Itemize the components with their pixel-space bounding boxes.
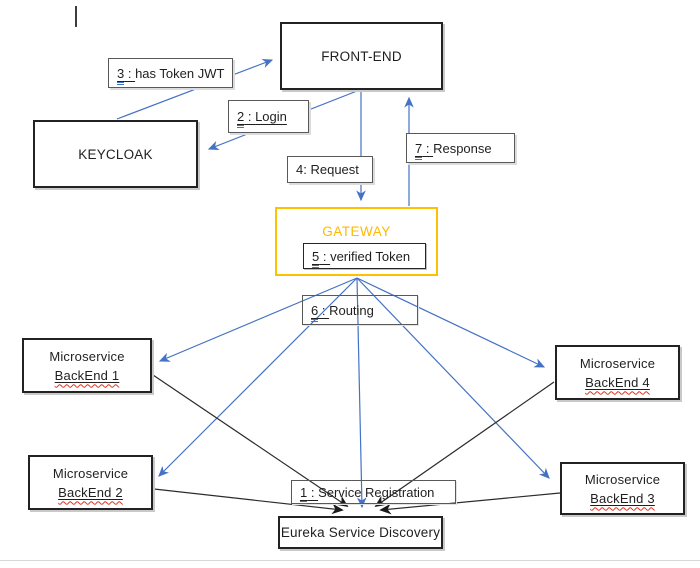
ms4-line2: BackEnd 4 — [585, 374, 650, 390]
edge-ms3-to-eureka — [379, 492, 561, 515]
edge-gateway-to-eureka — [356, 277, 367, 509]
edge-gateway-to-ms3 — [356, 277, 550, 479]
edge-keycloak-to-frontend — [116, 58, 274, 120]
label-step5-verified-token: 5 : verified Token — [303, 243, 426, 269]
ms1-line2: BackEnd 1 — [54, 367, 120, 383]
node-eureka-label: Eureka Service Discovery — [280, 525, 441, 540]
ms3-line2: BackEnd 3 — [590, 490, 655, 506]
node-microservice-backend-2: Microservice BackEnd 2 — [28, 455, 153, 510]
label-step4-request: 4: Request — [287, 156, 373, 183]
node-eureka-service-discovery: Eureka Service Discovery — [278, 516, 443, 549]
edge-ms2-to-eureka — [153, 488, 344, 515]
label-step3-has-token-jwt: 3 : has Token JWT — [108, 58, 233, 88]
edge-gateway-to-ms2 — [158, 277, 358, 477]
node-microservice-backend-4: Microservice BackEnd 4 — [555, 345, 680, 400]
edge-ms1-to-eureka — [152, 374, 349, 508]
ms4-line1: Microservice — [579, 355, 656, 371]
label-step2-login: 2 : Login — [228, 100, 309, 133]
label-step1-service-registration: 1 : Service Registration — [291, 480, 456, 504]
label-step7-response: 7 : Response — [406, 133, 515, 163]
node-keycloak: KEYCLOAK — [33, 120, 198, 188]
node-frontend: FRONT-END — [280, 22, 443, 90]
page-bottom-rule — [0, 560, 700, 561]
edge-gateway-to-ms1 — [158, 277, 358, 362]
ms2-line2: BackEnd 2 — [58, 484, 123, 500]
ms3-line1: Microservice — [584, 471, 661, 487]
node-frontend-label: FRONT-END — [321, 48, 402, 64]
ms1-line1: Microservice — [49, 348, 125, 364]
edge-ms4-to-eureka — [374, 381, 555, 508]
node-gateway-label: GATEWAY — [322, 224, 391, 239]
node-keycloak-label: KEYCLOAK — [78, 146, 153, 162]
node-microservice-backend-3: Microservice BackEnd 3 — [560, 462, 685, 515]
text-cursor — [75, 6, 77, 27]
node-microservice-backend-1: Microservice BackEnd 1 — [22, 338, 152, 393]
label-step6-routing: 6 : Routing — [302, 295, 418, 325]
edge-gateway-to-ms4 — [356, 277, 546, 368]
ms2-line1: Microservice — [52, 465, 129, 481]
